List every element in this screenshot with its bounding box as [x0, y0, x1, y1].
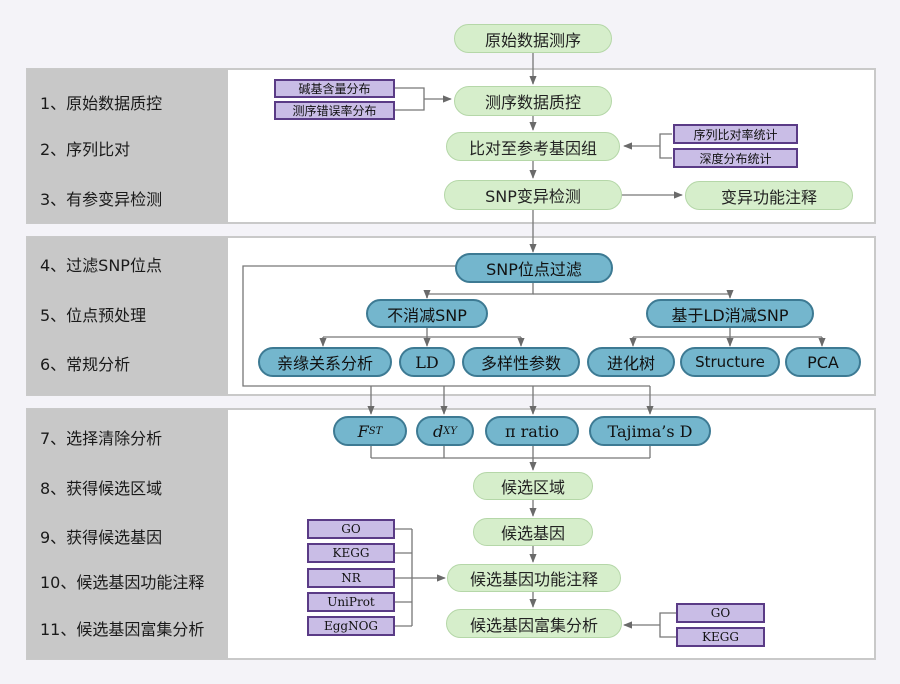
box-kegg: KEGG: [307, 543, 395, 563]
box-go-enrich: GO: [676, 603, 765, 623]
box-uniprot: UniProt: [307, 592, 395, 612]
box-go: GO: [307, 519, 395, 539]
sidebar-3: [27, 409, 228, 659]
node-diversity: 多样性参数: [462, 347, 580, 377]
box-kegg-enrich: KEGG: [676, 627, 765, 647]
step-label-8: 8、获得候选区域: [40, 479, 163, 498]
step-label-11: 11、候选基因富集分析: [40, 620, 205, 639]
node-pca: PCA: [785, 347, 861, 377]
node-raw-sequencing: 原始数据测序: [454, 24, 612, 53]
sidebar-1: [27, 69, 228, 223]
node-tajima-d: Tajima’s D: [589, 416, 711, 446]
node-pi-ratio: π ratio: [485, 416, 579, 446]
sidebar-2: [27, 237, 228, 395]
node-phylo-tree: 进化树: [587, 347, 675, 377]
step-label-5: 5、位点预处理: [40, 306, 147, 325]
step-label-2: 2、序列比对: [40, 140, 131, 159]
node-candidate-gene: 候选基因: [473, 518, 593, 546]
step-label-10: 10、候选基因功能注释: [40, 573, 205, 592]
node-variant-annot: 变异功能注释: [685, 181, 853, 210]
step-label-4: 4、过滤SNP位点: [40, 256, 162, 275]
box-eggnog: EggNOG: [307, 616, 395, 636]
dxy-main: d: [433, 421, 444, 441]
step-label-9: 9、获得候选基因: [40, 528, 163, 547]
step-label-7: 7、选择清除分析: [40, 429, 163, 448]
step-label-1: 1、原始数据质控: [40, 94, 163, 113]
box-nr: NR: [307, 568, 395, 588]
node-seq-qc: 测序数据质控: [454, 86, 612, 116]
node-snp-filter: SNP位点过滤: [455, 253, 613, 283]
node-candidate-region: 候选区域: [473, 472, 593, 500]
node-candidate-annot: 候选基因功能注释: [447, 564, 621, 592]
node-structure: Structure: [680, 347, 780, 377]
node-align: 比对至参考基因组: [446, 132, 620, 161]
fst-subscript: ST: [368, 425, 383, 437]
box-align-rate: 序列比对率统计: [673, 124, 798, 144]
fst-main: F: [357, 421, 369, 441]
node-ld: LD: [399, 347, 455, 377]
node-ld-prune: 基于LD消减SNP: [646, 299, 814, 328]
node-no-ld-prune: 不消减SNP: [366, 299, 488, 328]
node-snp-detect: SNP变异检测: [444, 180, 622, 210]
node-kinship: 亲缘关系分析: [258, 347, 392, 377]
box-depth: 深度分布统计: [673, 148, 798, 168]
step-label-3: 3、有参变异检测: [40, 190, 163, 209]
box-base-content: 碱基含量分布: [274, 79, 395, 98]
step-label-6: 6、常规分析: [40, 355, 131, 374]
dxy-subscript: XY: [443, 425, 457, 437]
node-candidate-enrich: 候选基因富集分析: [446, 609, 622, 638]
box-error-rate: 测序错误率分布: [274, 101, 395, 120]
